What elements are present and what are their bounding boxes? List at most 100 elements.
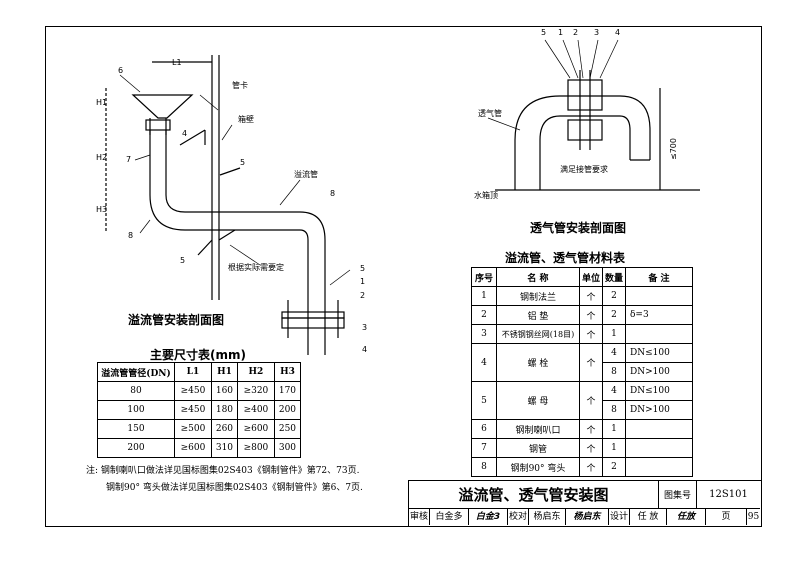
header-cell: 数量 <box>602 267 626 287</box>
table-row: 2 铝 垫 个 2 δ=3 <box>471 305 693 325</box>
label-5c: 5 <box>360 264 365 273</box>
table-cell: 不锈钢钢丝网(18目) <box>496 324 580 344</box>
material-table-title: 溢流管、透气管材料表 <box>505 251 626 265</box>
vent-label-2: 2 <box>573 28 578 37</box>
designer-signature: 任放 <box>667 509 706 525</box>
dimension-table-title: 主要尺寸表(mm) <box>150 348 246 362</box>
table-cell: 4 <box>602 343 626 363</box>
vent-caption: 透气管安装剖面图 <box>530 221 627 235</box>
table-row: 4 螺 栓 个 4 DN≤100 <box>471 343 693 382</box>
vent-label-connection: 满足接管要求 <box>560 164 608 174</box>
table-cell: 260 <box>210 419 238 439</box>
table-cell: 个 <box>579 324 603 344</box>
table-cell: ≥320 <box>236 381 275 401</box>
label-4b: 4 <box>362 345 367 354</box>
label-h2: H2 <box>96 153 107 162</box>
label-3: 3 <box>362 323 367 332</box>
dimension-table: 溢流管管径(DN) L1 H1 H2 H3 80 ≥450 160 ≥320 1… <box>97 362 302 458</box>
note-line-2: 钢制90° 弯头做法详见国标图集02S403《钢制管件》第6、7页. <box>106 483 363 493</box>
review-label: 审核 <box>409 509 430 525</box>
table-cell: 2 <box>602 305 626 325</box>
table-cell <box>625 457 693 477</box>
header-cell: H3 <box>273 362 302 382</box>
table-cell: 3 <box>471 324 497 344</box>
header-cell: L1 <box>174 362 212 382</box>
overflow-pipe-section-drawing: 6 L1 H1 H2 H3 管卡 箱壁 4 5 7 8 溢流管 8 5 根据实际… <box>96 55 367 355</box>
table-cell <box>625 419 693 439</box>
table-row: 5 螺 母 个 4 DN≤100 <box>471 381 693 420</box>
vent-label-height: ≤700 <box>669 138 678 160</box>
table-cell: 个 <box>579 343 603 382</box>
table-cell: 4 <box>471 343 497 382</box>
title-block: 溢流管、透气管安装图 图集号 12S101 审核 白金多 白金3 校对 杨启东 … <box>408 480 762 527</box>
page-number: 95 <box>747 512 760 522</box>
label-7: 7 <box>126 155 131 164</box>
label-2: 2 <box>360 291 365 300</box>
table-cell: ≥400 <box>236 400 275 420</box>
label-8a: 8 <box>128 231 133 240</box>
vent-label-pipe: 透气管 <box>478 108 502 118</box>
table-cell: 螺 母 <box>496 381 580 420</box>
table-cell: 1 <box>602 419 626 439</box>
label-5b: 5 <box>180 256 185 265</box>
table-cell: 1 <box>602 438 626 458</box>
table-cell: 6 <box>471 419 497 439</box>
table-cell: 2 <box>602 457 626 477</box>
table-cell: ≥800 <box>236 438 275 458</box>
table-cell: 8 <box>602 362 626 382</box>
table-cell: 250 <box>273 419 302 439</box>
table-cell: DN>100 <box>625 362 693 382</box>
atlas-number: 12S101 <box>697 481 760 509</box>
table-cell: 个 <box>579 457 603 477</box>
header-cell: H1 <box>210 362 238 382</box>
label-as-needed: 根据实际需要定 <box>228 262 284 272</box>
label-tank-wall: 箱壁 <box>238 114 254 124</box>
label-1: 1 <box>360 277 365 286</box>
table-row: 150 ≥500 260 ≥600 250 <box>97 419 302 439</box>
header-cell: 单位 <box>579 267 603 287</box>
table-cell: 5 <box>471 381 497 420</box>
table-cell: 200 <box>97 438 175 458</box>
table-cell: 2 <box>602 286 626 306</box>
label-h3: H3 <box>96 205 107 214</box>
table-cell: 1 <box>471 286 497 306</box>
header-cell: 名 称 <box>496 267 580 287</box>
table-cell: 个 <box>579 305 603 325</box>
label-5a: 5 <box>240 158 245 167</box>
table-cell: 个 <box>579 438 603 458</box>
label-8b: 8 <box>330 189 335 198</box>
table-cell <box>625 438 693 458</box>
table-cell: 铝 垫 <box>496 305 580 325</box>
checker-name: 杨启东 <box>529 509 566 525</box>
table-cell: ≥450 <box>174 400 212 420</box>
table-cell: 8 <box>471 457 497 477</box>
vent-label-tank-top: 水箱顶 <box>474 190 498 200</box>
table-row: 100 ≥450 180 ≥400 200 <box>97 400 302 420</box>
checker-signature: 杨启东 <box>566 509 609 525</box>
table-row: 3 不锈钢钢丝网(18目) 个 1 <box>471 324 693 344</box>
table-cell: ≥450 <box>174 381 212 401</box>
table-cell: 钢管 <box>496 438 580 458</box>
table-cell: 个 <box>579 381 603 420</box>
table-cell: DN≤100 <box>625 381 693 401</box>
vent-label-1: 1 <box>558 28 563 37</box>
vent-label-5: 5 <box>541 28 546 37</box>
table-cell: 170 <box>273 381 302 401</box>
table-cell: DN>100 <box>625 400 693 420</box>
table-cell <box>625 286 693 306</box>
table-row: 6 钢制喇叭口 个 1 <box>471 419 693 439</box>
table-row: 80 ≥450 160 ≥320 170 <box>97 381 302 401</box>
table-cell: 4 <box>602 381 626 401</box>
label-l1: L1 <box>172 58 182 67</box>
table-cell: 个 <box>579 286 603 306</box>
table-cell: 钢制喇叭口 <box>496 419 580 439</box>
table-row: 8 DN>100 <box>472 362 693 382</box>
table-cell: 80 <box>97 381 175 401</box>
note-line-1: 注: 钢制喇叭口做法详见国标图集02S403《钢制管件》第72、73页. <box>86 466 360 476</box>
reviewer-name: 白金多 <box>430 509 469 525</box>
table-cell: 钢制90° 弯头 <box>496 457 580 477</box>
table-row: 1 钢制法兰 个 2 <box>471 286 693 306</box>
vent-label-4: 4 <box>615 28 620 37</box>
atlas-label: 图集号 <box>659 481 697 509</box>
table-row: 200 ≥600 310 ≥800 300 <box>97 438 302 458</box>
